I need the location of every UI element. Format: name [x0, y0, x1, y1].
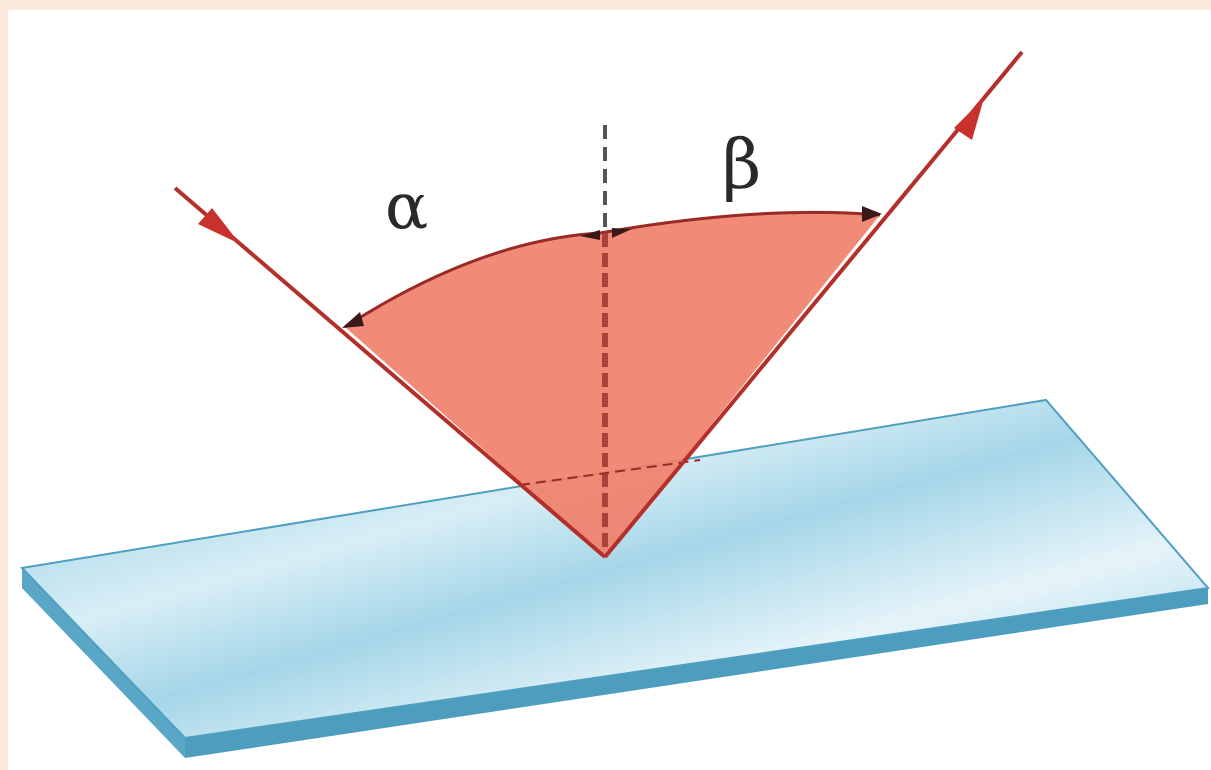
incident-ray — [173, 186, 607, 559]
alpha-label: α — [385, 170, 428, 244]
arc-arrow-alpha-end — [342, 312, 364, 328]
arc-arrow-left — [580, 230, 600, 240]
mirror-plate — [19, 398, 1210, 758]
reflected-ray-arrow — [954, 98, 984, 140]
mirror-top-surface — [19, 398, 1210, 740]
reflected-ray — [603, 50, 1024, 559]
incident-ray-arrow — [198, 208, 240, 244]
arc-arrow-right — [612, 228, 632, 238]
surface-dashed-line — [519, 459, 701, 486]
mirror-right-edge — [185, 588, 1208, 758]
beta-label: β — [722, 126, 761, 205]
mirror-front-edge — [22, 568, 185, 758]
angle-sector — [345, 212, 880, 558]
arc-arrow-beta-end — [862, 206, 882, 222]
